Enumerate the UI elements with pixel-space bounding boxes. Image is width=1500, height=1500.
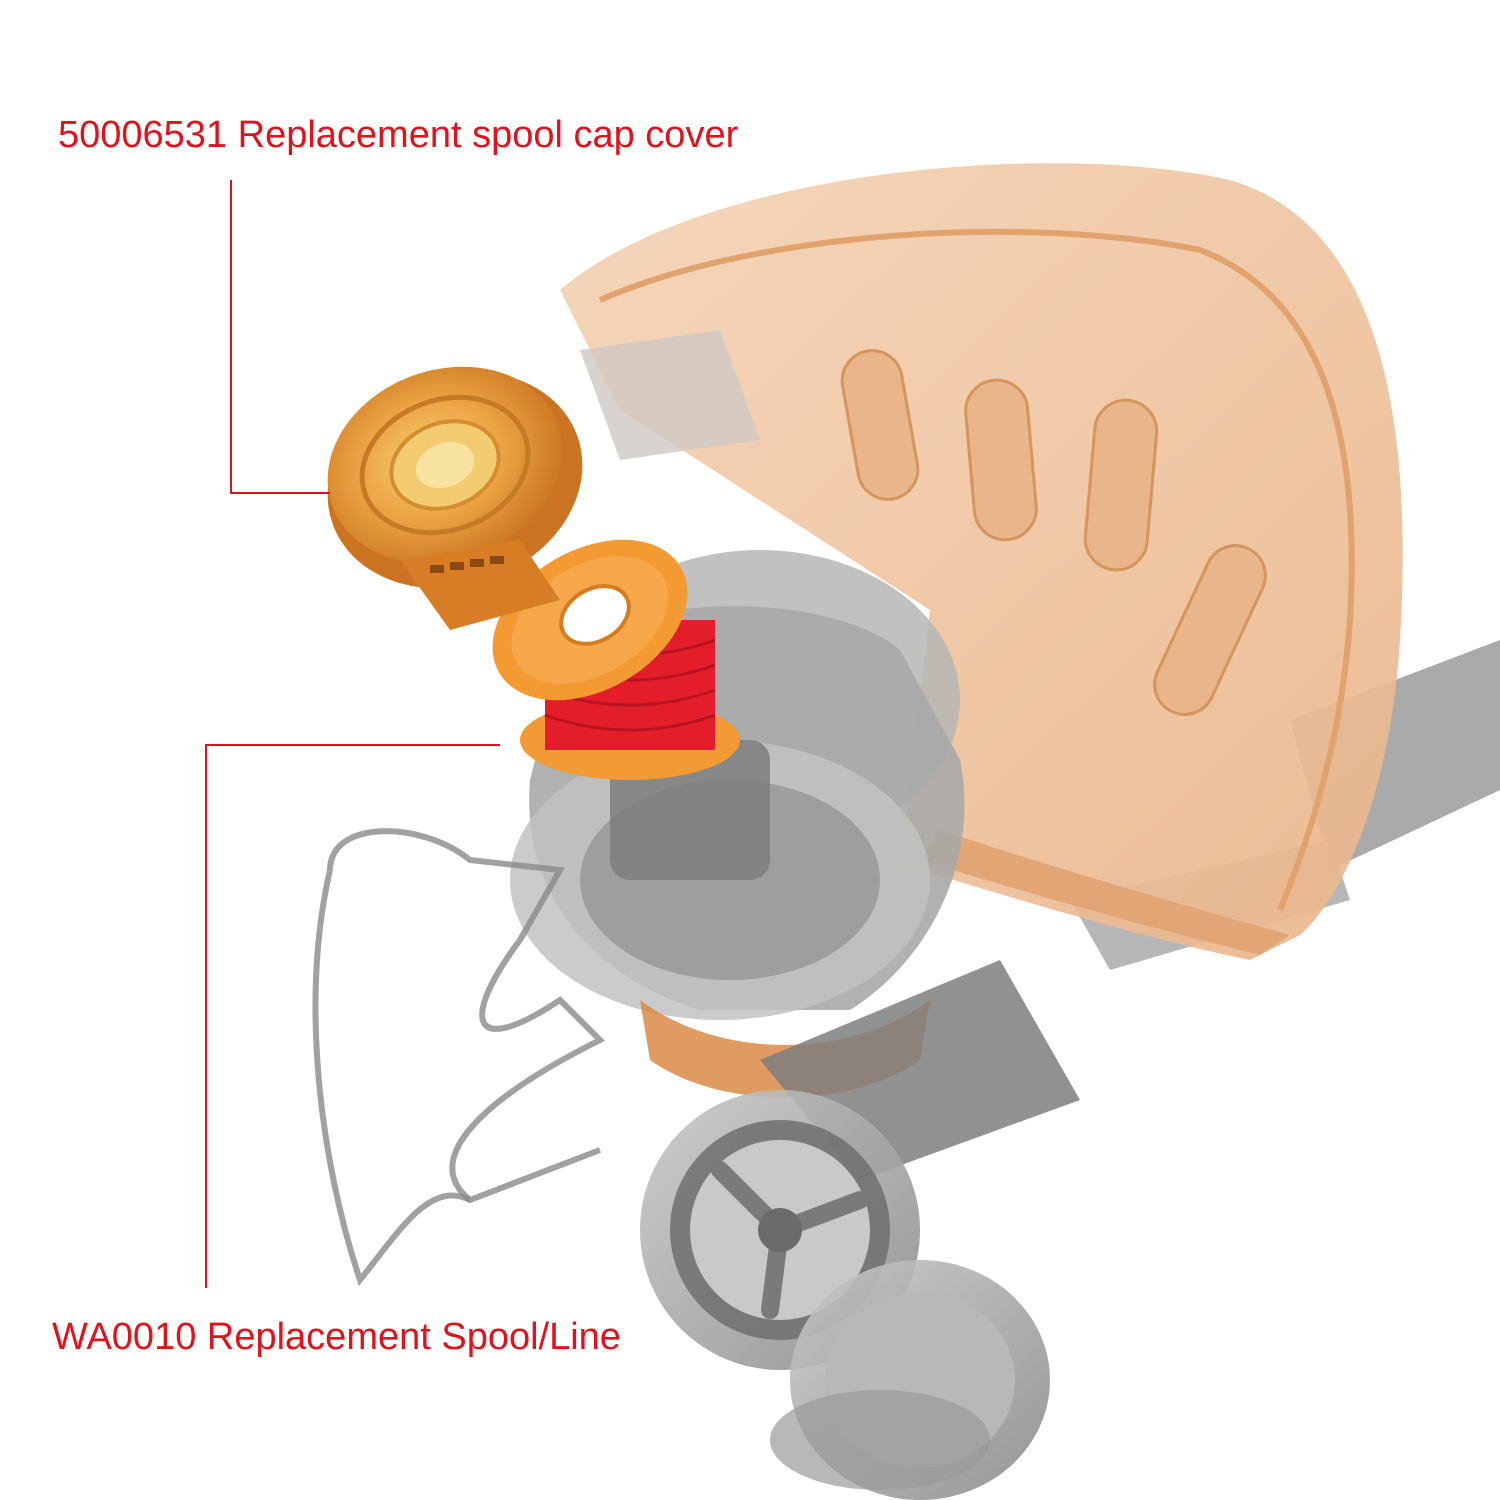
cap-leader-line <box>230 180 330 494</box>
wire-outline <box>312 828 606 1287</box>
trimmer-guard-illustration <box>560 163 1403 960</box>
spool-leader-line <box>205 744 500 1288</box>
cap-cover-callout-label: 50006531 Replacement spool cap cover <box>58 114 739 156</box>
spool-cap-cover-illustration <box>327 366 583 630</box>
wheel-illustration <box>640 1090 1050 1500</box>
spool-line-callout-label: WA0010 Replacement Spool/Line <box>52 1316 621 1358</box>
leader-lines <box>205 180 500 1288</box>
